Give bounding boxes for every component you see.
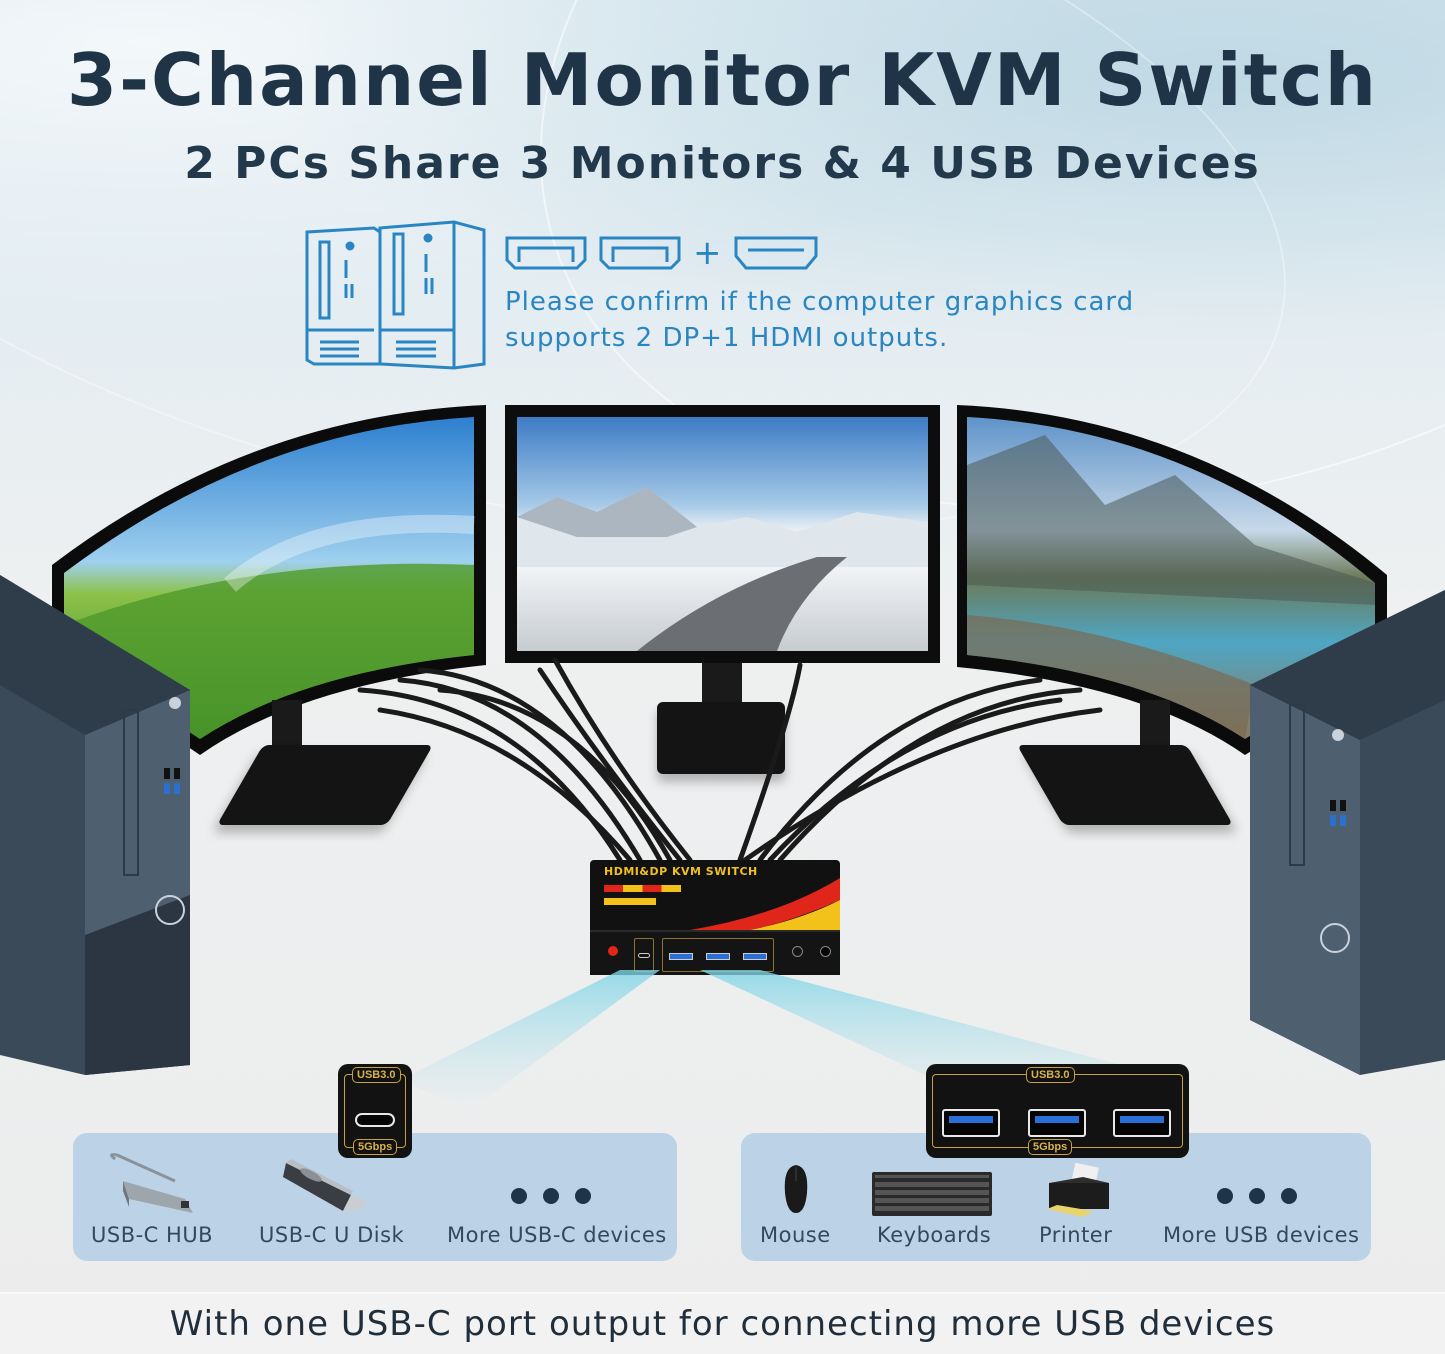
usb-a-ports-callout: USB3.0 5Gbps [926,1064,1189,1158]
note-line-2: supports 2 DP+1 HDMI outputs. [505,323,949,353]
usb-a-port-icon [1028,1109,1086,1137]
mouse-icon [784,1165,808,1213]
power-button[interactable] [608,946,618,956]
usb3-tag: USB3.0 [1026,1067,1075,1083]
center-monitor-stand-base [657,702,785,774]
pc-towers-icon [305,220,486,370]
device-label-printer: Printer [1039,1223,1113,1247]
snowy-road-wallpaper [517,487,928,651]
usb-c-port [638,953,650,958]
displayport-icon [599,236,681,270]
hero-background [0,0,1445,675]
kvm-label: HDMI&DP KVM SWITCH [604,865,758,878]
page-title: 3-Channel Monitor KVM Switch [67,38,1378,122]
usb-a-port [669,953,693,960]
note-line-1: Please confirm if the computer graphics … [505,287,1135,317]
device-label-usb-c-hub: USB-C HUB [91,1223,214,1247]
usb-c-disk-icon [283,1159,367,1211]
keyboard-icon [872,1172,992,1216]
left-pc-tower [0,575,190,1075]
kvm-spec-badge [604,898,656,905]
usb-a-port-icon [942,1109,1000,1137]
control-jack [820,946,831,957]
right-pc-tower [1250,590,1445,1075]
device-label-more-usb: More USB devices [1163,1223,1360,1247]
footer-text: With one USB-C port output for connectin… [169,1304,1276,1344]
more-dots-icon [1217,1188,1297,1204]
speed-tag: 5Gbps [353,1139,398,1155]
kvm-front-panel [590,930,840,975]
center-monitor-screen [517,417,928,651]
usb3-tag: USB3.0 [352,1067,401,1083]
kvm-feature-badges [604,885,681,892]
right-monitor [957,405,1387,755]
displayport-icon [505,236,587,270]
center-monitor [505,405,940,663]
page-subtitle: 2 PCs Share 3 Monitors & 4 USB Devices [184,138,1261,189]
printer-icon [1047,1163,1109,1217]
kvm-switch: HDMI&DP KVM SWITCH [590,860,840,975]
kvm-switch-top: HDMI&DP KVM SWITCH [590,860,840,930]
callout-frame [344,1074,406,1148]
kvm-stripe-graphic [690,878,840,930]
usb-c-hub-icon [110,1153,193,1213]
footer-banner: With one USB-C port output for connectin… [0,1292,1445,1354]
plus-sign: + [693,233,722,273]
device-label-mouse: Mouse [760,1223,831,1247]
usb-a-port-icon [1113,1109,1171,1137]
graphics-ports-row: + [505,236,818,270]
usb-a-port [706,953,730,960]
center-monitor-stand-neck [702,663,742,708]
device-label-usb-c-u-disk: USB-C U Disk [259,1223,405,1247]
speed-tag: 5Gbps [1028,1139,1073,1155]
select-button[interactable] [792,946,803,957]
compatibility-note: Please confirm if the computer graphics … [505,284,1134,356]
more-dots-icon [511,1188,591,1204]
hdmi-icon [734,236,817,270]
device-label-keyboards: Keyboards [877,1223,992,1247]
usb-a-port [743,953,767,960]
device-label-more-usb-c: More USB-C devices [447,1223,667,1247]
usb-c-port-callout: USB3.0 5Gbps [338,1064,412,1158]
usb-c-port-icon [355,1113,395,1127]
